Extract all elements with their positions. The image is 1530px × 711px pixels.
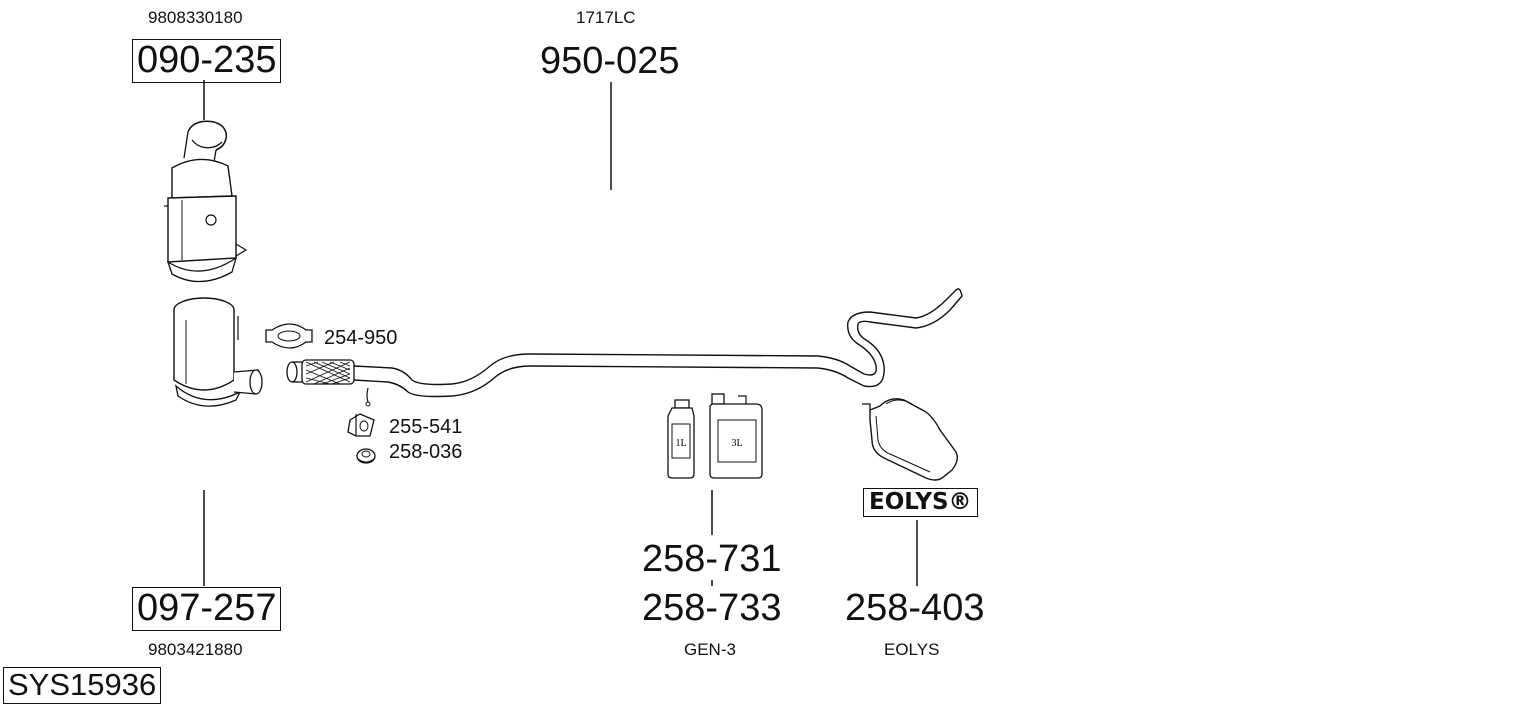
catalyst-oem-label: 9808330180 bbox=[148, 8, 243, 27]
fluid-bottle-small: 1L bbox=[667, 399, 695, 479]
fluid-can-large: 3L bbox=[709, 393, 763, 479]
diagram-id-label: SYS15936 bbox=[3, 667, 162, 704]
bracket-code-label[interactable]: 255-541 bbox=[389, 416, 463, 438]
fluid-small-label: 1L bbox=[675, 438, 686, 449]
fluid-large-label: 3L bbox=[731, 438, 742, 449]
pipe-oem-label: 1717LC bbox=[576, 8, 636, 27]
pipe-code-label[interactable]: 950-025 bbox=[540, 40, 680, 82]
dpf-part bbox=[173, 297, 263, 407]
fluid-desc-label: GEN-3 bbox=[684, 640, 736, 659]
pipe-part bbox=[286, 288, 963, 407]
nut-part bbox=[356, 448, 376, 464]
eolys-desc-label: EOLYS bbox=[884, 640, 940, 659]
fluid-code-b-label[interactable]: 258-733 bbox=[642, 587, 782, 629]
dpf-code-label[interactable]: 097-257 bbox=[132, 587, 282, 631]
eolys-code-label[interactable]: 258-403 bbox=[845, 587, 985, 629]
catalyst-part bbox=[164, 120, 248, 283]
clamp-code-label[interactable]: 254-950 bbox=[324, 327, 398, 349]
dpf-oem-label: 9803421880 bbox=[148, 640, 243, 659]
fluid-code-a-label[interactable]: 258-731 bbox=[642, 538, 782, 580]
eolys-logo: EOLYS® bbox=[863, 488, 978, 517]
bracket-part bbox=[347, 413, 375, 437]
eolys-tank-part bbox=[862, 398, 959, 481]
nut-code-label[interactable]: 258-036 bbox=[389, 441, 463, 463]
clamp-part bbox=[265, 323, 313, 349]
catalyst-code-label[interactable]: 090-235 bbox=[132, 39, 282, 83]
